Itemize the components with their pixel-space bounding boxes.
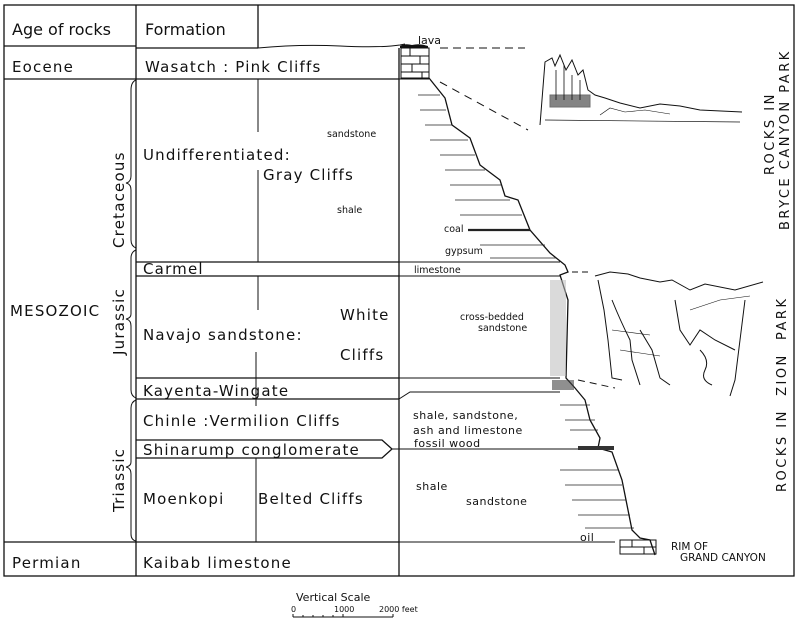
label-shale-upper: shale [337,205,362,216]
shinarump-band [578,446,614,450]
cliff-profile [399,44,657,556]
label-sandstone-lower: sandstone [466,495,527,508]
formation-undifferentiated: Undifferentiated: [143,146,291,164]
zion-dashed-line-bottom [577,379,616,389]
scale-title: Vertical Scale [296,591,370,604]
formation-white: White [340,306,390,324]
scale-tick-0: 0 [291,605,296,614]
annotation-rocks-in-bryce-2: BRYCE CANYON PARK [778,49,793,230]
zion-canyon-sketch [594,271,764,397]
annotation-grand-canyon: GRAND CANYON [680,552,766,564]
pink-cliffs-limestone-block [400,47,430,79]
label-gypsum: gypsum [445,246,483,257]
label-cross-bedded: cross-bedded [460,312,524,323]
formation-belted-cliffs: Belted Cliffs [258,490,364,508]
label-chinle-lithology-1: shale, sandstone, [413,409,518,422]
formation-navajo: Navajo sandstone: [143,326,303,344]
kaibab-bricks [619,539,657,555]
formation-moenkopi: Moenkopi [143,490,224,508]
period-triassic: Triassic [110,448,128,513]
formation-chinle: Chinle :Vermilion Cliffs [143,412,341,430]
era-eocene: Eocene [12,58,74,76]
label-shale-lower: shale [416,480,448,493]
formation-shinarump: Shinarump conglomerate [143,441,360,459]
triassic-brace [125,399,137,542]
label-chinle-lithology-2: ash and limestone [413,424,523,437]
formation-kayenta-wingate: Kayenta-Wingate [143,382,289,400]
label-cross-bedded-sandstone: sandstone [478,323,527,334]
formation-carmel: Carmel [143,260,204,278]
header-formation: Formation [145,20,226,39]
annotation-rim-of: RIM OF [671,541,708,553]
annotation-rocks-in-bryce-1: ROCKS IN [763,92,778,175]
header-wavy-rule [257,43,406,49]
period-braces [125,79,137,542]
period-jurassic: Jurassic [110,288,128,356]
vertical-scale: Vertical Scale 0 1000 2000 feet [291,591,418,618]
period-cretaceous: Cretaceous [110,151,128,248]
label-coal: coal [444,224,464,235]
label-lava: lava [418,34,441,47]
lithology-rule [398,391,560,400]
scale-ticks [292,614,394,617]
cliff-shading [418,94,634,529]
label-fossil-wood: fossil wood [414,437,481,450]
formation-gray-cliffs: Gray Cliffs [263,166,354,184]
lava-cap [400,44,428,48]
label-oil: oil [580,531,594,544]
cretaceous-brace [125,79,137,249]
header-age-of-rocks: Age of rocks [12,20,111,39]
kayenta-hatch [552,380,574,390]
era-permian: Permian [12,554,82,572]
scale-tick-1000: 1000 [334,605,354,614]
annotation-rocks-in-zion: ROCKS IN ZION PARK [775,297,790,493]
formation-white-cliffs: Cliffs [340,346,384,364]
bryce-dashed-line [439,81,529,131]
label-limestone: limestone [414,265,461,276]
label-sandstone-upper: sandstone [327,129,376,140]
scale-tick-2000: 2000 feet [379,605,418,614]
brick-pattern [401,48,429,78]
navajo-stipple [550,280,566,376]
formation-wasatch: Wasatch : Pink Cliffs [145,58,322,76]
jurassic-brace [125,249,137,399]
bryce-canyon-sketch [539,53,743,126]
formation-kaibab: Kaibab limestone [143,554,292,572]
table-frame [3,4,795,577]
era-mesozoic: MESOZOIC [10,302,100,320]
